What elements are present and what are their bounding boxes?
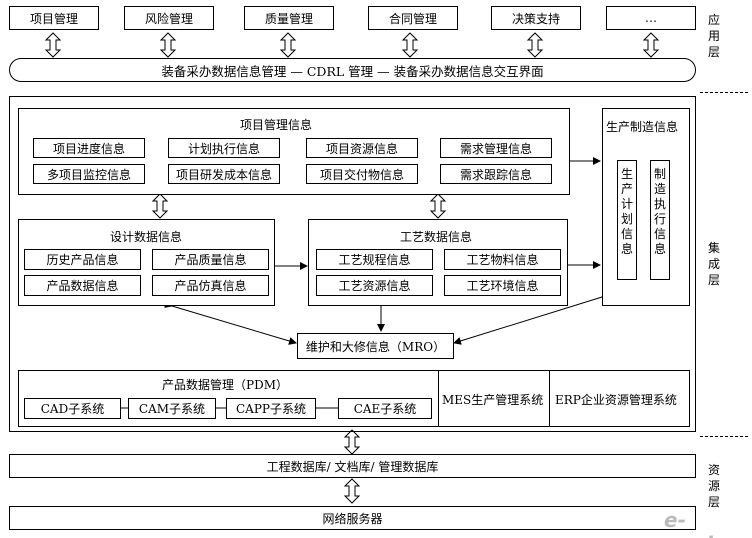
systems-divider-2 [549, 370, 550, 427]
project-info-item: 项目研发成本信息 [168, 164, 280, 184]
integration-frame [9, 96, 696, 432]
process-info-item: 工艺物料信息 [444, 249, 561, 270]
project-info-item: 计划执行信息 [168, 138, 280, 158]
systems-panel [18, 370, 690, 427]
app-arrow-3 [280, 32, 296, 58]
integration-layer-label: 集成层 [707, 241, 720, 287]
database-bar: 工程数据库/ 文档库/ 管理数据库 [9, 454, 696, 478]
design-info-title: 设计数据信息 [110, 230, 183, 244]
production-info-panel [602, 108, 690, 306]
app-item-risk: 风险管理 [124, 6, 214, 30]
mes-system: MES生产管理系统 [442, 393, 544, 407]
systems-divider-1 [438, 370, 439, 427]
production-info-title: 生产制造信息 [606, 120, 679, 134]
app-arrow-2 [160, 32, 176, 58]
pdm-subsystem: CAPP子系统 [226, 398, 316, 419]
project-info-item: 项目资源信息 [306, 138, 418, 158]
pdm-title: 产品数据管理（PDM） [162, 378, 288, 392]
resource-layer-label: 资源层 [707, 463, 720, 509]
project-info-item: 项目交付物信息 [306, 164, 418, 184]
server-bar: 网络服务器 [9, 506, 696, 530]
project-info-item: 项目进度信息 [33, 138, 145, 158]
process-info-item: 工艺资源信息 [316, 275, 433, 296]
project-info-item: 需求管理信息 [440, 138, 552, 158]
erp-system: ERP企业资源管理系统 [555, 393, 677, 407]
manufacturing-execution-info: 制造执行信息 [650, 160, 670, 280]
project-info-item: 需求跟踪信息 [440, 164, 552, 184]
app-arrow-5 [527, 32, 543, 58]
divider-integration-resource [700, 436, 748, 437]
db-server-arrow [344, 478, 360, 504]
app-arrow-4 [402, 32, 418, 58]
design-info-item: 产品质量信息 [152, 249, 269, 270]
pdm-subsystem: CAE子系统 [338, 398, 432, 419]
app-arrow-6 [643, 32, 659, 58]
app-layer-label: 应用层 [707, 13, 720, 59]
production-mro-arrow [453, 291, 610, 345]
app-item-more: … [606, 6, 696, 30]
e-works-logo: e-works [664, 508, 731, 538]
app-item-project: 项目管理 [9, 6, 99, 30]
mro-info: 维护和大修信息（MRO） [297, 333, 454, 359]
divider-app-integration [700, 92, 748, 93]
process-info-title: 工艺数据信息 [400, 230, 473, 244]
design-info-item: 产品仿真信息 [152, 275, 269, 296]
app-item-decision: 决策支持 [491, 6, 581, 30]
project-info-item: 多项目监控信息 [33, 164, 145, 184]
design-info-item: 产品数据信息 [24, 275, 141, 296]
app-item-contract: 合同管理 [368, 6, 458, 30]
production-plan-info: 生产计划信息 [617, 160, 637, 280]
design-info-item: 历史产品信息 [24, 249, 141, 270]
interface-bar: 装备采办数据信息管理 — CDRL 管理 — 装备采办数据信息交互界面 [9, 58, 696, 82]
app-arrow-1 [45, 32, 61, 58]
app-item-quality: 质量管理 [244, 6, 334, 30]
project-info-title: 项目管理信息 [240, 118, 313, 132]
pdm-subsystem: CAD子系统 [24, 398, 121, 419]
process-info-item: 工艺规程信息 [316, 249, 433, 270]
design-mro-arrow [164, 300, 297, 345]
integration-db-arrow [344, 429, 360, 455]
pdm-subsystem: CAM子系统 [128, 398, 216, 419]
process-info-item: 工艺环境信息 [444, 275, 561, 296]
